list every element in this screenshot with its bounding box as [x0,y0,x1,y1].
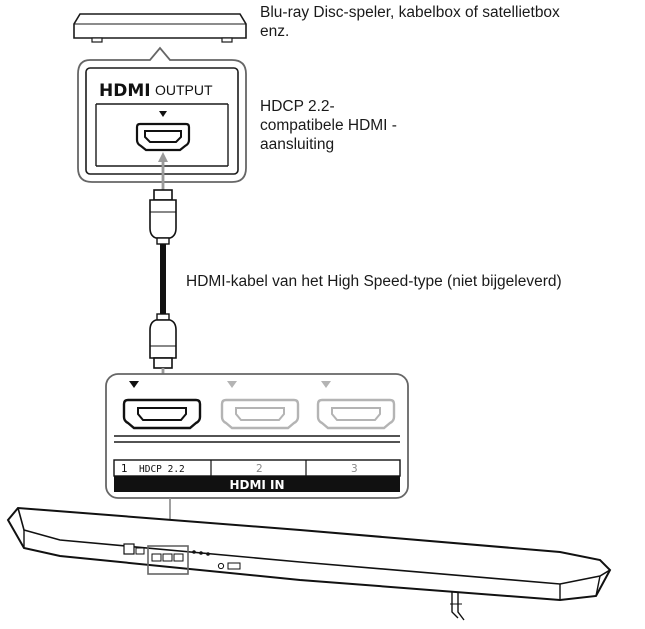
port3-number: 3 [351,463,358,475]
port2-number: 2 [256,463,263,475]
source-device-box [73,13,247,43]
port1-arrow-icon [129,381,139,388]
port1-number: 1 [121,463,128,475]
hdmi-logo-output: HDMI [99,81,151,101]
hdmi-output-socket [135,122,191,152]
cable-plug-bottom [149,313,177,369]
output-connector-label: HDCP 2.2-compatibele HDMI -aansluiting [260,98,397,153]
cable-label: HDMI-kabel van het High Speed-type (niet… [186,273,562,290]
output-port-label: OUTPUT [155,82,213,98]
hdmi-in-title: HDMI IN [229,478,284,492]
gray-connection-arrow-top [158,152,168,194]
hdmi-input-socket-3 [316,398,396,430]
cable-plug-top [149,189,177,245]
port3-arrow-icon [321,381,331,388]
port1-tag: HDCP 2.2 [139,464,185,475]
source-device-label: Blu-ray Disc-speler, kabelbox of satelli… [260,4,560,40]
port2-arrow-icon [227,381,237,388]
hdmi-input-socket-2 [220,398,300,430]
output-arrow-icon [159,111,167,117]
soundbar [6,506,612,621]
hdmi-input-socket-1 [122,398,202,430]
